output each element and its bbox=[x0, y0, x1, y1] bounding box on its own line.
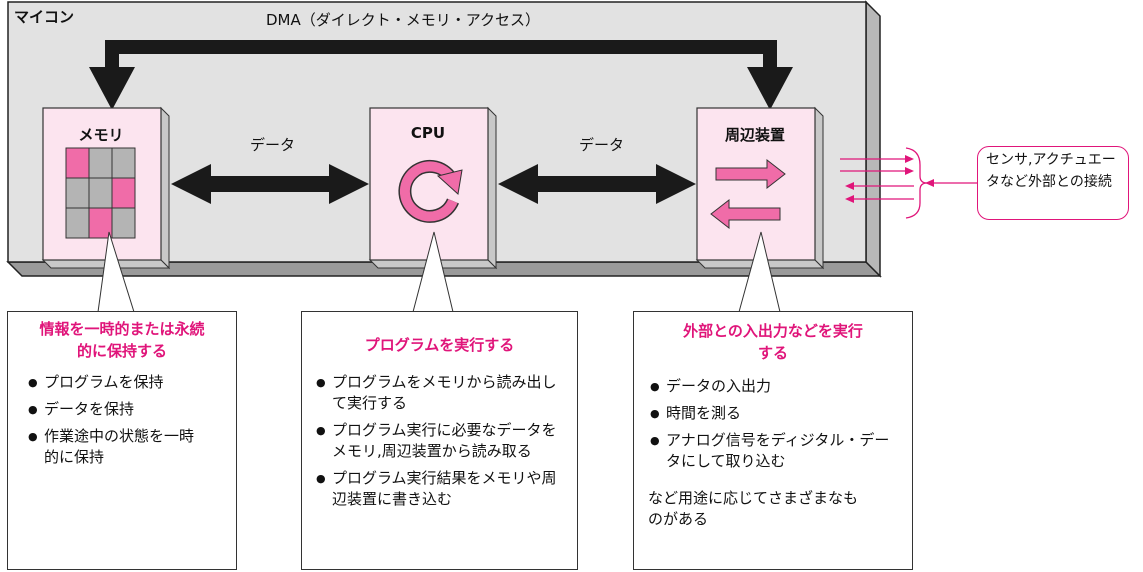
output-arrow-icon bbox=[715, 158, 786, 190]
cpu-note: プログラムを実行する プログラムをメモリから読み出して実行する プログラム実行に… bbox=[301, 311, 578, 570]
data-label-left: データ bbox=[250, 136, 296, 154]
peripheral-block-side bbox=[814, 106, 824, 270]
peripheral-title: 周辺装置 bbox=[724, 126, 785, 144]
memory-grid bbox=[65, 147, 136, 239]
peripheral-note-list: データの入出力 時間を測る アナログ信号をディジタル・データにして取り込む bbox=[648, 376, 896, 472]
list-item: データの入出力 bbox=[648, 376, 896, 397]
peripheral-note: 外部との入出力などを実行する データの入出力 時間を測る アナログ信号をディジタ… bbox=[633, 311, 913, 570]
dma-arrow bbox=[89, 40, 793, 110]
memory-title: メモリ bbox=[78, 126, 124, 144]
list-item: データを保持 bbox=[26, 399, 202, 420]
cpu-block bbox=[369, 107, 489, 261]
list-item: プログラムをメモリから読み出して実行する bbox=[314, 372, 559, 414]
list-item: アナログ信号をディジタル・データにして取り込む bbox=[648, 430, 896, 472]
memory-note-title: 情報を一時的または永続的に保持する bbox=[39, 320, 205, 360]
cpu-note-list: プログラムをメモリから読み出して実行する プログラム実行に必要なデータをメモリ,… bbox=[314, 372, 559, 510]
external-pointer-head bbox=[925, 179, 934, 187]
memory-block-side bbox=[160, 106, 170, 270]
cycle-icon bbox=[398, 159, 463, 223]
peripheral-note-tail-text: など用途に応じてさまざまなものがある bbox=[648, 489, 859, 528]
cpu-note-title: プログラムを実行する bbox=[364, 336, 515, 354]
data-arrow-cpu-peripheral bbox=[498, 164, 696, 204]
data-arrow-memory-cpu bbox=[171, 164, 369, 204]
peripheral-note-title: 外部との入出力などを実行する bbox=[683, 322, 863, 362]
memory-note-list: プログラムを保持 データを保持 作業途中の状態を一時的に保持 bbox=[26, 372, 202, 468]
microcomputer-panel-side bbox=[865, 0, 881, 278]
external-io-arrows bbox=[840, 155, 914, 203]
data-label-right: データ bbox=[579, 136, 625, 154]
list-item: プログラム実行結果をメモリや周辺装置に書き込む bbox=[314, 468, 559, 510]
list-item: プログラム実行に必要なデータをメモリ,周辺装置から読み取る bbox=[314, 420, 559, 462]
external-connection-label: センサ,アクチュエータなど外部との接続 bbox=[986, 152, 1116, 190]
dma-label: DMA（ダイレクト・メモリ・アクセス） bbox=[266, 11, 541, 29]
list-item: プログラムを保持 bbox=[26, 372, 202, 393]
cpu-block-side bbox=[487, 106, 497, 270]
list-item: 時間を測る bbox=[648, 403, 896, 424]
list-item: 作業途中の状態を一時的に保持 bbox=[26, 426, 202, 468]
memory-note: 情報を一時的または永続的に保持する プログラムを保持 データを保持 作業途中の状… bbox=[7, 311, 237, 570]
microcomputer-label: マイコン bbox=[14, 8, 75, 26]
cpu-title: CPU bbox=[410, 124, 446, 142]
peripheral-block bbox=[696, 107, 816, 261]
input-arrow-icon bbox=[710, 198, 781, 230]
external-connection-box: センサ,アクチュエータなど外部との接続 bbox=[977, 146, 1129, 220]
